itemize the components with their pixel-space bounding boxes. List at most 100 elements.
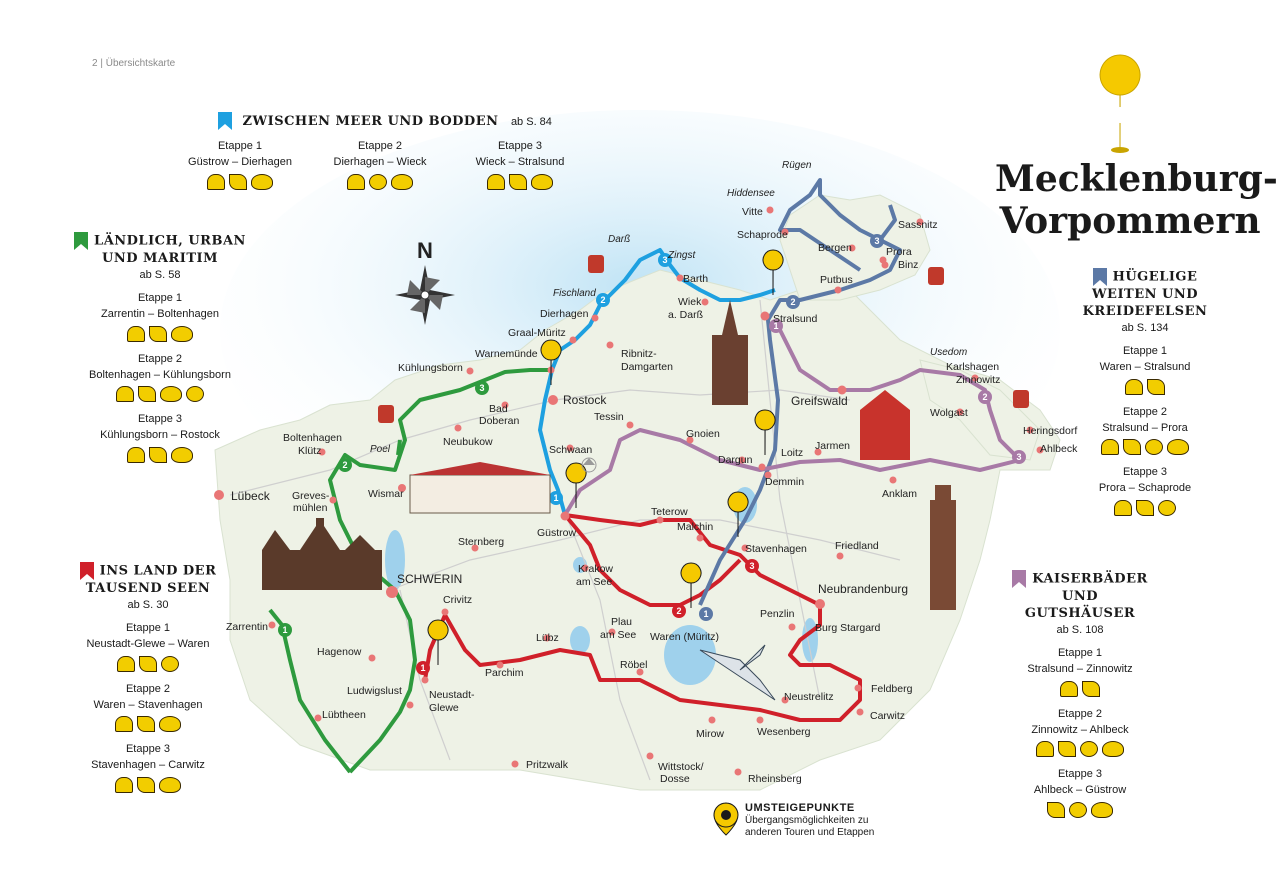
mask-icon: [171, 446, 193, 463]
label-malchin: Malchin: [677, 521, 713, 533]
label-kuehlungsborn: Kühlungsborn: [398, 362, 463, 374]
legend-heading-line1: INS LAND DER: [99, 563, 217, 579]
label-zinnowitz: Zinnowitz: [956, 374, 1000, 386]
leaf-icon: [137, 716, 155, 733]
label-wittstock1: Wittstock/: [658, 761, 704, 773]
schweriner-see: [385, 530, 405, 590]
label-sassnitz: Sassnitz: [898, 219, 938, 231]
stage-marker-blue-1: [549, 491, 563, 505]
stage-entry: Etappe 3 Ahlbeck – Güstrow: [990, 766, 1170, 818]
stage-entry: Etappe 3 Prora – Schaprode: [1055, 464, 1235, 516]
greifswald-townhall-icon: [860, 390, 910, 460]
beach-icon: [487, 173, 505, 190]
stage-marker-green-1: [278, 623, 292, 637]
stage-marker-mauve-3: [1012, 450, 1026, 464]
umsteige-heading: UMSTEIGEPUNKTE: [745, 802, 855, 814]
label-ahlbeck: Ahlbeck: [1040, 443, 1078, 455]
stage-entry: Etappe 1 Zarrentin – Boltenhagen: [60, 290, 260, 342]
mask-icon: [251, 173, 273, 190]
leaf-icon: [139, 655, 157, 672]
stage-label: Etappe 3: [137, 413, 183, 426]
label-luebeck: Lübeck: [231, 489, 271, 503]
label-hiddensee: Hiddensee: [727, 188, 775, 199]
food-icon: [1080, 741, 1098, 758]
stage-label: Etappe 2: [125, 682, 171, 695]
stage-marker-slate-3: [870, 234, 884, 248]
leaf-icon: [1123, 439, 1141, 456]
label-greifswald: Greifswald: [791, 394, 848, 408]
stage-route: Boltenhagen – Kühlungsborn: [89, 368, 231, 381]
label-greves2: mühlen: [293, 502, 328, 514]
legend-heading: ZWISCHEN MEER UND BODDEN: [242, 114, 499, 130]
svg-text:3: 3: [749, 561, 754, 571]
stage-route: Waren – Stralsund: [1099, 361, 1191, 373]
stage-entry: Etappe 3 Stavenhagen – Carwitz: [48, 741, 248, 793]
legend-heading-line2: TAUSEND SEEN: [85, 581, 211, 596]
stage-marker-green-3: [475, 381, 489, 395]
stage-route: Güstrow – Dierhagen: [188, 156, 292, 168]
label-sternberg: Sternberg: [458, 536, 504, 548]
label-heringsdorf: Heringsdorf: [1023, 425, 1077, 437]
map-title-line2: Vorpommern: [999, 200, 1261, 242]
beach-icon: [1101, 439, 1119, 456]
svg-text:2: 2: [342, 460, 347, 470]
mask-icon: [1167, 439, 1189, 456]
beach-icon: [117, 655, 135, 672]
label-baddoberan1: Bad: [489, 403, 508, 415]
stage-route: Neustadt-Glewe – Waren: [86, 638, 210, 650]
label-parchim: Parchim: [485, 667, 524, 679]
stage-label: Etappe 1: [125, 622, 171, 634]
label-poel: Poel: [370, 444, 391, 455]
label-krakow1: Krakow: [578, 563, 613, 575]
label-dargun: Dargun: [718, 454, 753, 466]
label-prora: Prora: [886, 246, 912, 258]
stage-entry: Etappe 2 Zinnowitz – Ahlbeck: [990, 706, 1170, 758]
label-schwerin: SCHWERIN: [397, 572, 462, 586]
umsteige-line1: Übergangsmöglichkeiten zu: [745, 815, 869, 826]
compass-icon: [395, 265, 455, 325]
schwerin-castle-icon: [262, 518, 382, 590]
label-wiek: Wiek: [678, 296, 702, 308]
legend-page-ref: ab S. 30: [127, 599, 169, 611]
stage-marker-slate-2: [786, 295, 800, 309]
beach-icon: [116, 386, 134, 403]
stage-route: Dierhagen – Wieck: [333, 156, 427, 168]
leaf-icon: [1082, 680, 1100, 697]
label-plau1: Plau: [611, 616, 632, 628]
umsteige-line2: anderen Touren und Etappen: [745, 827, 875, 838]
beach-icon: [347, 173, 365, 190]
stage-entry: Etappe 2 Waren – Stavenhagen: [48, 681, 248, 733]
label-rostock: Rostock: [563, 393, 607, 407]
stage-entry: Etappe 1 Stralsund – Zinnowitz: [990, 645, 1170, 697]
label-fischland: Fischland: [553, 288, 596, 299]
leaf-icon: [1058, 741, 1076, 758]
label-neustrelitz: Neustrelitz: [784, 691, 834, 703]
stage-route: Kühlungsborn – Rostock: [100, 429, 220, 442]
legend-ins-land-der-tausend-seen: INS LAND DER TAUSEND SEEN ab S. 30 Etapp…: [48, 562, 248, 793]
stage-route: Stralsund – Zinnowitz: [1027, 663, 1133, 675]
label-carwitz: Carwitz: [870, 710, 905, 722]
stage-marker-green-2: [338, 458, 352, 472]
stage-label: Etappe 1: [1122, 345, 1168, 357]
legend-heading-line1: LÄNDLICH, URBAN: [94, 233, 246, 249]
label-pritzwalk: Pritzwalk: [526, 759, 569, 771]
stage-entry: Etappe 1 Güstrow – Dierhagen: [175, 138, 305, 190]
svg-text:1: 1: [420, 663, 425, 673]
label-schaprode: Schaprode: [737, 229, 788, 241]
legend-page-ref: ab S. 134: [1121, 322, 1169, 334]
transfer-pin: [427, 619, 449, 666]
svg-text:2: 2: [676, 606, 681, 616]
stage-route: Wieck – Stralsund: [475, 156, 565, 168]
crane-icon: [699, 644, 776, 701]
label-roebel: Röbel: [620, 659, 647, 671]
svg-text:3: 3: [479, 383, 484, 393]
label-greves1: Greves-: [292, 490, 330, 502]
food-icon: [1069, 801, 1087, 818]
legend-heading-line3: KREIDEFELSEN: [1082, 304, 1208, 319]
legend-heading-line1: HÜGELIGE: [1112, 269, 1198, 285]
beach-icon: [207, 173, 225, 190]
leaf-icon: [229, 173, 247, 190]
transfer-pin: [680, 562, 702, 609]
mask-icon: [391, 173, 413, 190]
route-slate: [698, 178, 902, 606]
